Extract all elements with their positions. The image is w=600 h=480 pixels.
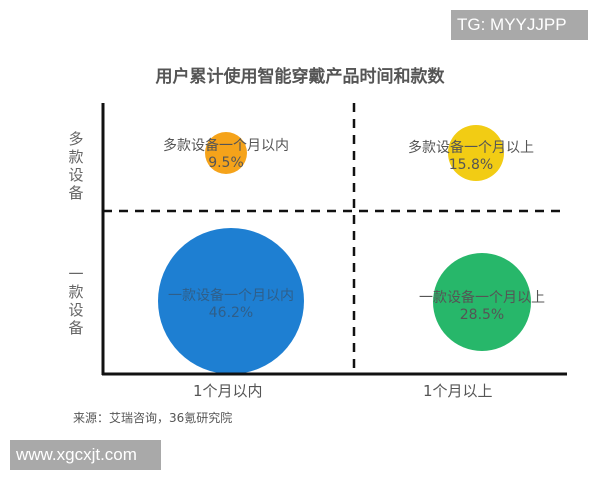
- watermark-bottom: www.xgcxjt.com: [10, 440, 161, 470]
- watermark-top: TG: MYYJJPP: [451, 10, 588, 40]
- x-tick-under-month: 1个月以内: [193, 382, 263, 400]
- y-tick-multi-device: 多款设备: [68, 130, 84, 202]
- source-note: 来源：艾瑞咨询，36氪研究院: [73, 411, 233, 425]
- bubble-single-over-month: [433, 253, 531, 351]
- bubble-multi-over-month: [448, 125, 504, 181]
- bubble-label-single-under-month: 一款设备一个月以内 46.2%: [168, 288, 294, 321]
- y-tick-single-device: 一款设备: [68, 265, 84, 337]
- bubble-label-multi-over-month: 多款设备一个月以上 15.8%: [408, 140, 534, 173]
- bubble-multi-under-month: [205, 132, 247, 174]
- x-tick-over-month: 1个月以上: [423, 382, 493, 400]
- bubble-label-multi-under-month: 多款设备一个月以内 9.5%: [163, 138, 289, 171]
- bubble-label-single-over-month: 一款设备一个月以上 28.5%: [419, 290, 545, 323]
- chart-title: 用户累计使用智能穿戴产品时间和款数: [155, 67, 445, 87]
- bubble-single-under-month: [158, 228, 304, 374]
